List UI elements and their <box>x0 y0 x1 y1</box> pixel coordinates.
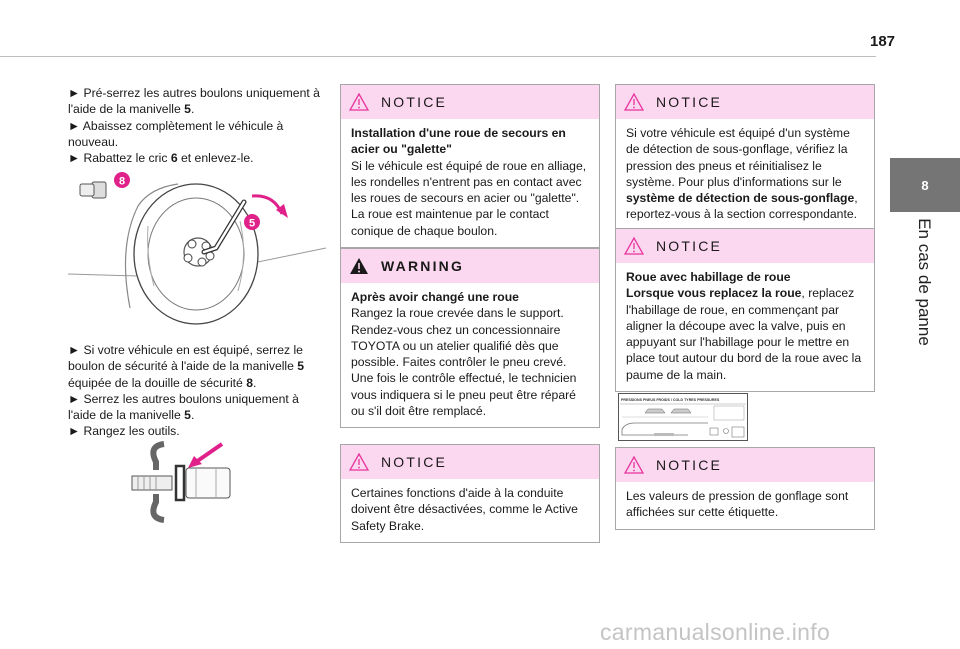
notice-header: NOTICE <box>341 445 599 479</box>
label-image-header: PRESSIONS PNEUS FROIDS / COLD TYRES PRES… <box>621 398 720 402</box>
caution-triangle-icon <box>349 93 369 111</box>
notice-body: Les valeurs de pression de gonflage sont… <box>626 489 849 520</box>
notice-header: NOTICE <box>616 448 874 482</box>
step-item: ► Abaissez complètement le véhicule à no… <box>68 118 284 149</box>
steps-block-2: ► Si votre véhicule en est équipé, serre… <box>68 342 330 440</box>
notice-header: NOTICE <box>341 85 599 119</box>
chapter-title: En cas de panne <box>915 218 934 346</box>
notice-box-driving-aids: NOTICE Certaines fonctions d'aide à la c… <box>340 444 600 543</box>
watermark: carmanualsonline.info <box>600 619 831 645</box>
chapter-tab[interactable]: 8 <box>890 158 960 212</box>
notice-box-pressure-label: NOTICE Les valeurs de pression de gonfla… <box>615 447 875 530</box>
notice-box-steel-wheel: NOTICE Installation d'une roue de secour… <box>340 84 600 249</box>
step-item: ► Rangez les outils. <box>68 424 180 439</box>
notice-label: NOTICE <box>656 238 723 254</box>
notice-label: NOTICE <box>656 94 723 110</box>
notice-box-underinflation: NOTICE Si votre véhicule est équipé d'un… <box>615 84 875 232</box>
notice-title: Roue avec habillage de roue <box>626 270 791 284</box>
caution-triangle-icon <box>624 237 644 255</box>
notice-body: Certaines fonctions d'aide à la conduite… <box>351 486 578 533</box>
notice-title: Installation d'une roue de secours en ac… <box>351 126 566 157</box>
notice-label: NOTICE <box>656 457 723 473</box>
warning-label: WARNING <box>381 258 465 274</box>
notice-label: NOTICE <box>381 94 448 110</box>
callout-8: 8 <box>119 176 125 188</box>
notice-body: Si le véhicule est équipé de roue en all… <box>351 158 587 238</box>
step-item: ► Serrez les autres boulons uniquement à… <box>68 391 299 423</box>
tyre-pressure-label-image: PRESSIONS PNEUS FROIDS / COLD TYRES PRES… <box>618 393 748 441</box>
header-rule <box>0 56 876 57</box>
notice-body: Lorsque vous replacez la roue, replacez … <box>626 286 862 382</box>
warning-box-after-change: WARNING Après avoir changé une roue Rang… <box>340 248 600 429</box>
chapter-title-wrap: En cas de panne <box>888 212 960 352</box>
caution-triangle-icon <box>624 93 644 111</box>
notice-box-wheel-trim: NOTICE Roue avec habillage de roue Lorsq… <box>615 228 875 393</box>
step-item: ► Rabattez le cric 6 et enlevez-le. <box>68 151 254 166</box>
security-bolt-illustration <box>131 441 231 523</box>
page-number: 187 <box>870 33 896 50</box>
caution-triangle-icon <box>624 456 644 474</box>
steps-block-1: ► Pré-serrez les autres boulons uniqueme… <box>68 85 330 166</box>
notice-body: Si votre véhicule est équipé d'un systèm… <box>626 126 858 222</box>
notice-label: NOTICE <box>381 454 448 470</box>
warning-triangle-icon <box>350 258 368 274</box>
callout-5: 5 <box>249 218 255 230</box>
notice-header: NOTICE <box>616 85 874 119</box>
caution-triangle-icon <box>349 453 369 471</box>
step-item: ► Pré-serrez les autres boulons uniqueme… <box>68 86 320 117</box>
warning-header: WARNING <box>341 249 599 283</box>
step-item: ► Si votre véhicule en est équipé, serre… <box>68 343 305 390</box>
warning-body: Rangez la roue crevée dans le support. R… <box>351 306 577 419</box>
notice-header: NOTICE <box>616 229 874 263</box>
warning-title: Après avoir changé une roue <box>351 290 519 304</box>
wheel-lowering-illustration: 8 5 <box>68 172 327 325</box>
chapter-tab-number: 8 <box>921 177 929 193</box>
